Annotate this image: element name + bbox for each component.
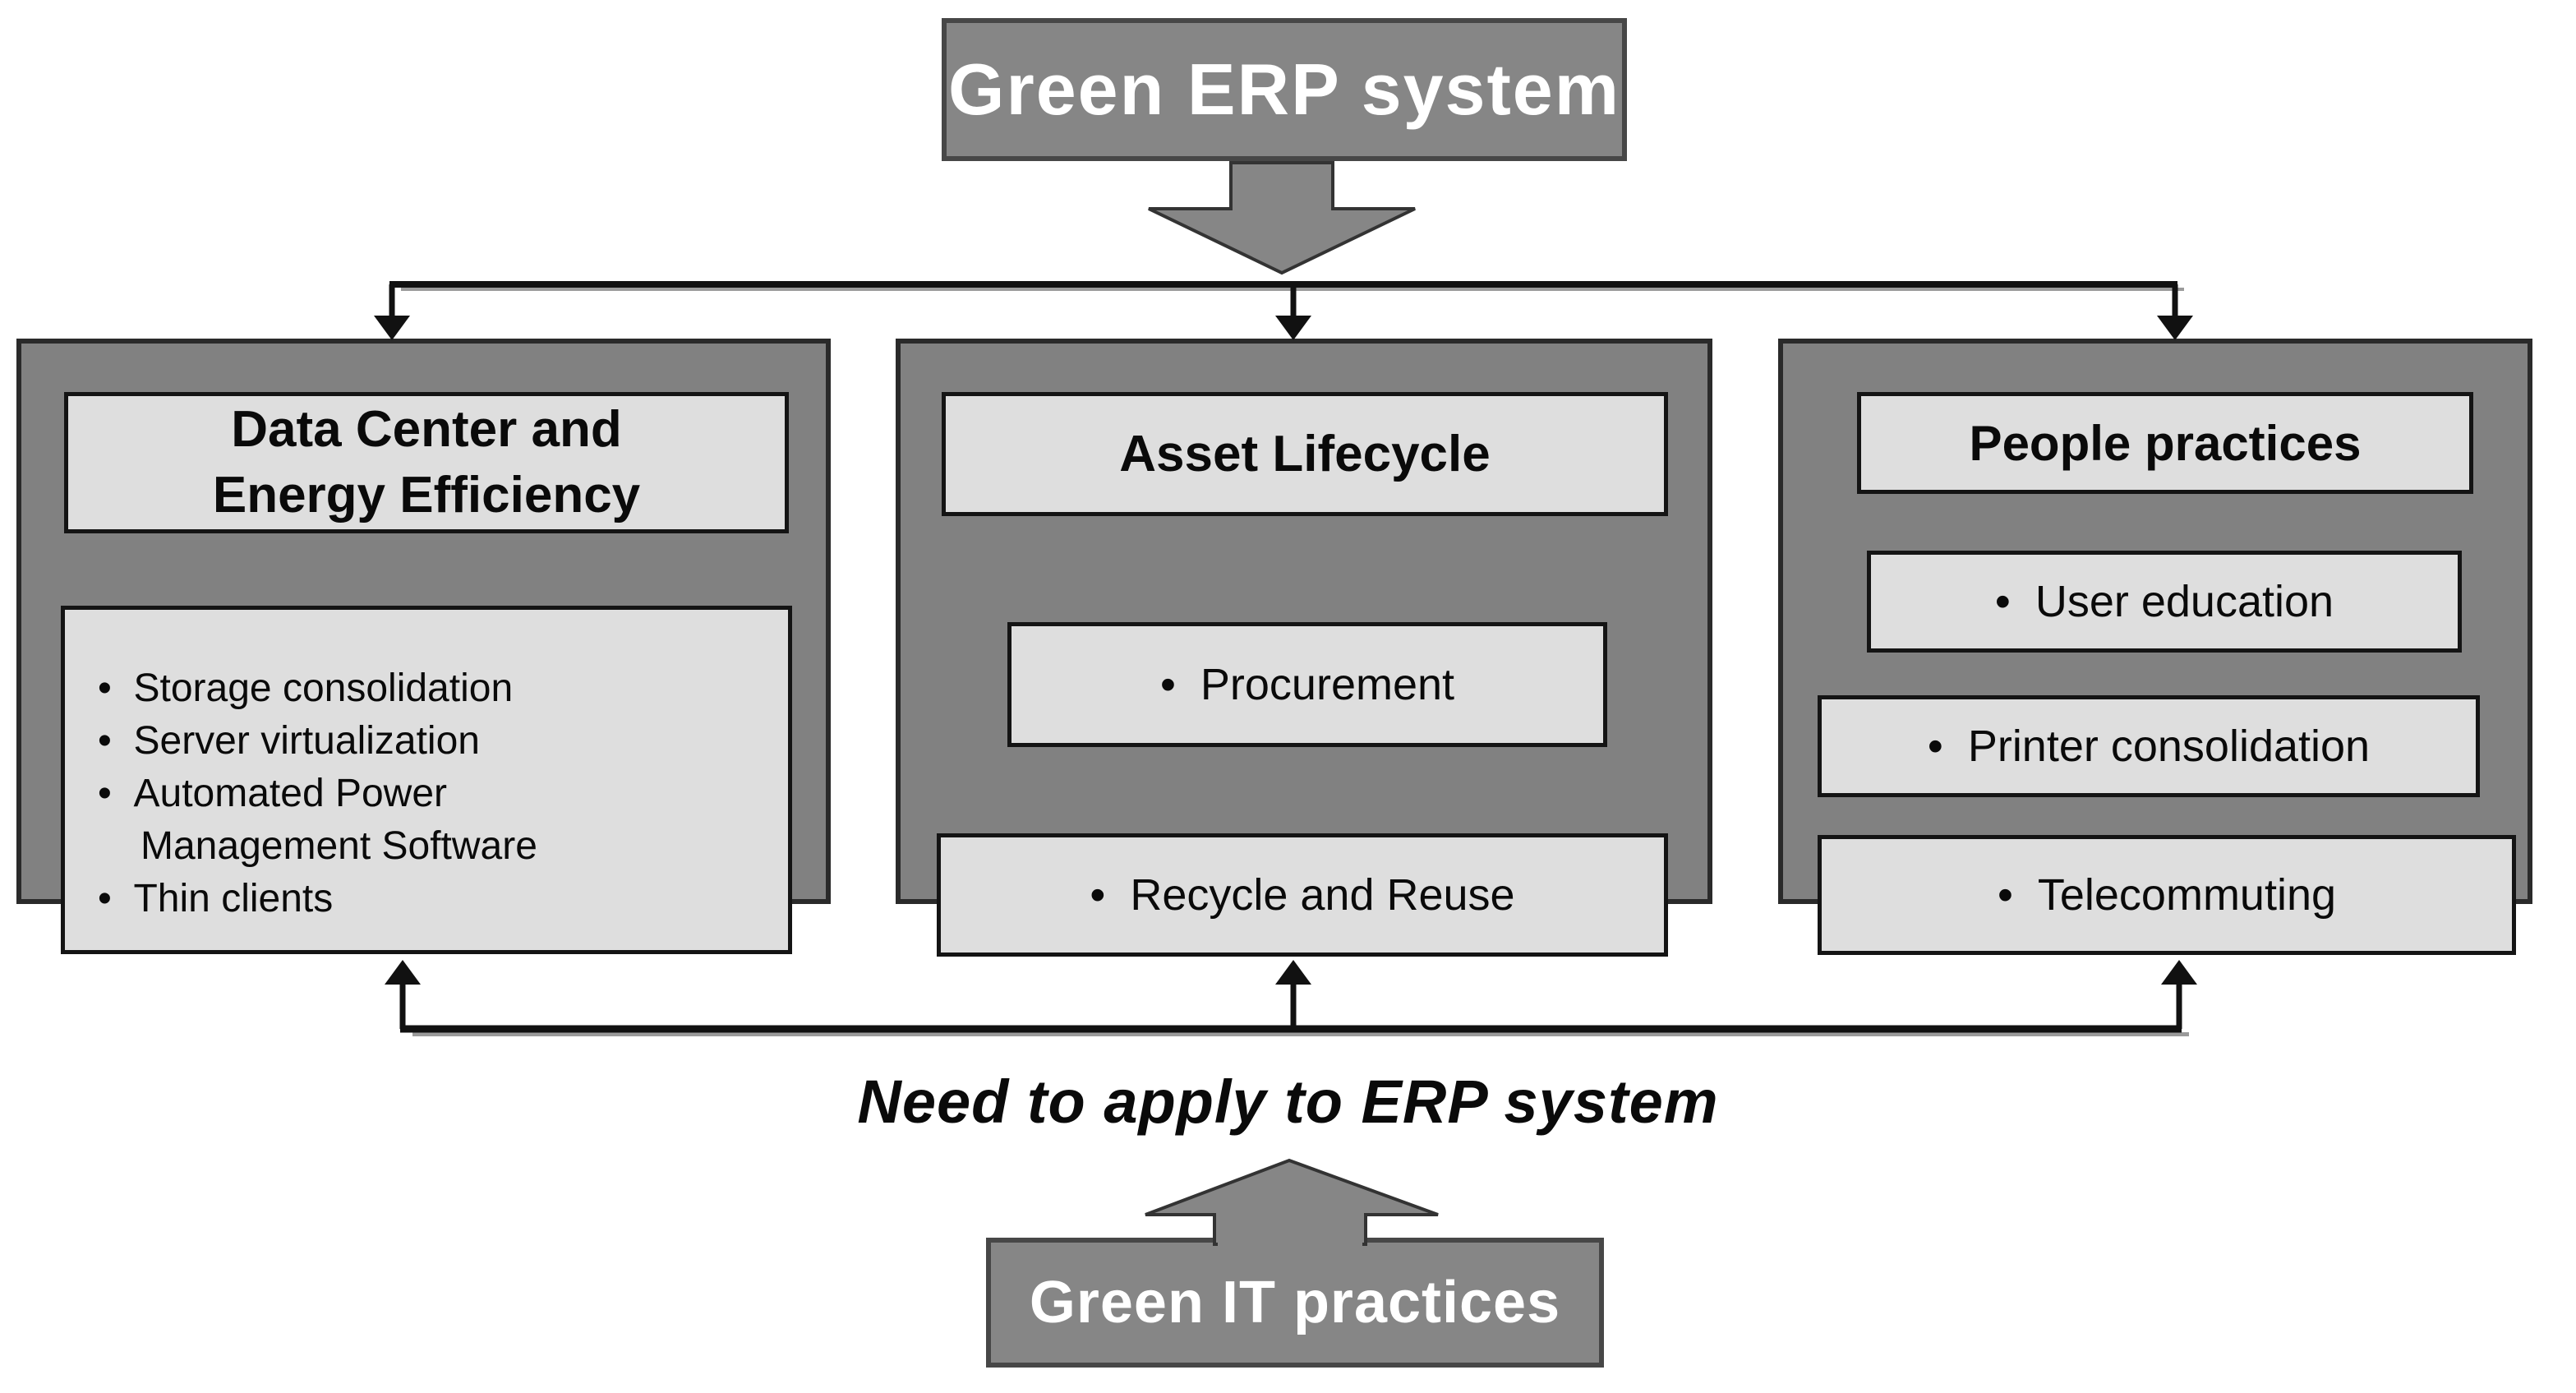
asset-lifecycle-title: Asset Lifecycle <box>1119 426 1491 482</box>
printer-consolidation-label: Printer consolidation <box>1928 721 2370 772</box>
telecommuting-label: Telecommuting <box>1998 869 2336 920</box>
data-center-title-line-2: Energy Efficiency <box>212 467 641 524</box>
green-it-practices-label: Green IT practices <box>1029 1270 1561 1335</box>
green-it-practices-box: Green IT practices <box>986 1238 1604 1368</box>
people-practices-title-box: People practices <box>1857 392 2473 494</box>
data-center-item-list: Storage consolidation Server virtualizat… <box>65 610 788 925</box>
user-education-box: User education <box>1867 551 2462 653</box>
procurement-label: Procurement <box>1160 659 1454 710</box>
bottom-line-shadow <box>412 1032 2189 1036</box>
green-erp-system-label: Green ERP system <box>948 48 1620 130</box>
list-item: Storage consolidation <box>98 662 642 715</box>
asset-lifecycle-title-box: Asset Lifecycle <box>942 392 1668 516</box>
arrowhead-down-middle <box>1275 316 1311 340</box>
list-item: Server virtualization <box>98 715 642 768</box>
data-center-items-box: Storage consolidation Server virtualizat… <box>61 606 792 954</box>
people-practices-title: People practices <box>1969 415 2362 471</box>
procurement-box: Procurement <box>1007 622 1607 747</box>
list-item: Thin clients <box>98 873 642 925</box>
arrowhead-up-left <box>385 960 421 985</box>
data-center-title-line-1: Data Center and <box>231 401 622 458</box>
printer-consolidation-box: Printer consolidation <box>1818 695 2480 797</box>
recycle-and-reuse-box: Recycle and Reuse <box>937 833 1668 957</box>
user-education-label: User education <box>1995 576 2334 627</box>
need-to-apply-note: Need to apply to ERP system <box>857 1068 1719 1136</box>
recycle-and-reuse-label: Recycle and Reuse <box>1090 869 1514 920</box>
arrowhead-up-middle <box>1275 960 1311 985</box>
down-block-arrow <box>1148 161 1416 275</box>
telecommuting-box: Telecommuting <box>1818 835 2516 955</box>
data-center-title-box: Data Center and Energy Efficiency <box>64 392 789 533</box>
arrowhead-up-right <box>2161 960 2197 985</box>
list-item: Automated Power Management Software <box>98 768 642 873</box>
arrowhead-down-right <box>2157 316 2193 340</box>
data-center-title: Data Center and Energy Efficiency <box>213 397 640 528</box>
green-erp-system-box: Green ERP system <box>942 18 1627 161</box>
top-line-shadow <box>401 288 2184 291</box>
up-block-arrow <box>1145 1158 1439 1246</box>
arrowhead-down-left <box>374 316 410 340</box>
